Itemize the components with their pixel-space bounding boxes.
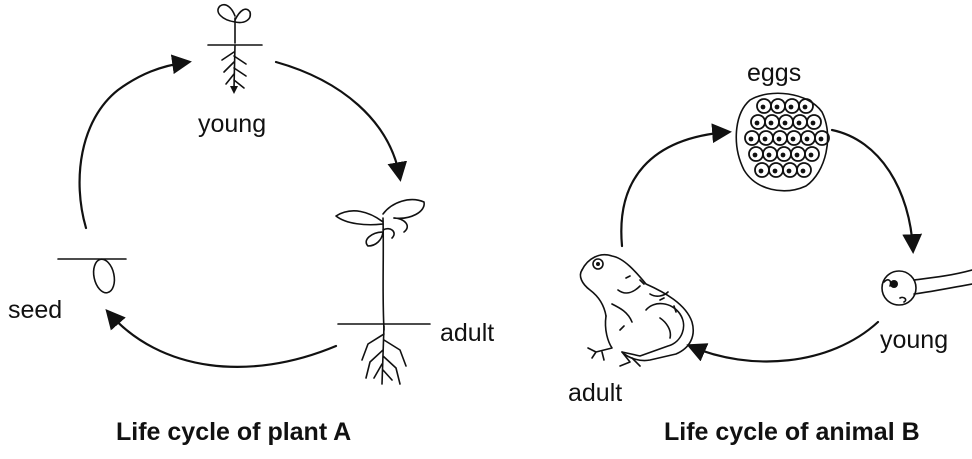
seedling-icon	[208, 5, 262, 94]
egg-embryo	[809, 153, 814, 158]
egg-embryo	[787, 169, 792, 174]
egg-embryo	[795, 153, 800, 158]
seed-icon	[58, 257, 126, 294]
egg-embryo	[755, 121, 760, 126]
egg-mass-icon	[736, 93, 829, 191]
frog-icon	[580, 255, 693, 366]
plant-cycle-title: Life cycle of plant A	[116, 418, 351, 446]
egg-embryo	[753, 153, 758, 158]
arrow-adult-to-seed	[108, 312, 336, 367]
animal-young-label: young	[880, 326, 948, 354]
tadpole-icon	[882, 270, 972, 305]
egg-embryo	[769, 121, 774, 126]
egg-embryo	[783, 121, 788, 126]
arrow-young-to-adult	[276, 62, 400, 178]
animal-eggs-label: eggs	[747, 59, 801, 87]
egg-embryo	[789, 105, 794, 110]
egg-embryo	[763, 137, 768, 142]
plant-adult-label: adult	[440, 319, 494, 347]
plant-seed-label: seed	[8, 296, 62, 324]
arrow-adult-to-eggs	[621, 132, 728, 246]
egg-embryo	[761, 105, 766, 110]
arrow-seed-to-young	[80, 62, 188, 228]
egg-embryo	[773, 169, 778, 174]
egg-embryo	[759, 169, 764, 174]
plant-young-label: young	[198, 110, 266, 138]
egg-embryo	[803, 105, 808, 110]
egg-embryo	[777, 137, 782, 142]
animal-life-cycle: eggs young adult	[568, 59, 972, 446]
egg-embryo	[801, 169, 806, 174]
animal-adult-label: adult	[568, 379, 622, 407]
arrow-eggs-to-young	[832, 130, 913, 250]
egg-embryo	[767, 153, 772, 158]
egg-embryo	[775, 105, 780, 110]
plant-life-cycle: seed young adult Life cycle o	[8, 5, 494, 446]
egg-embryo	[819, 137, 824, 142]
arrow-young-to-adult-b	[690, 322, 878, 361]
animal-cycle-title: Life cycle of animal B	[664, 418, 920, 446]
plant-icon	[336, 200, 430, 384]
egg-embryo	[749, 137, 754, 142]
egg-embryo	[811, 121, 816, 126]
egg-embryo	[781, 153, 786, 158]
egg-embryo	[805, 137, 810, 142]
egg-embryo	[791, 137, 796, 142]
egg-embryo	[797, 121, 802, 126]
